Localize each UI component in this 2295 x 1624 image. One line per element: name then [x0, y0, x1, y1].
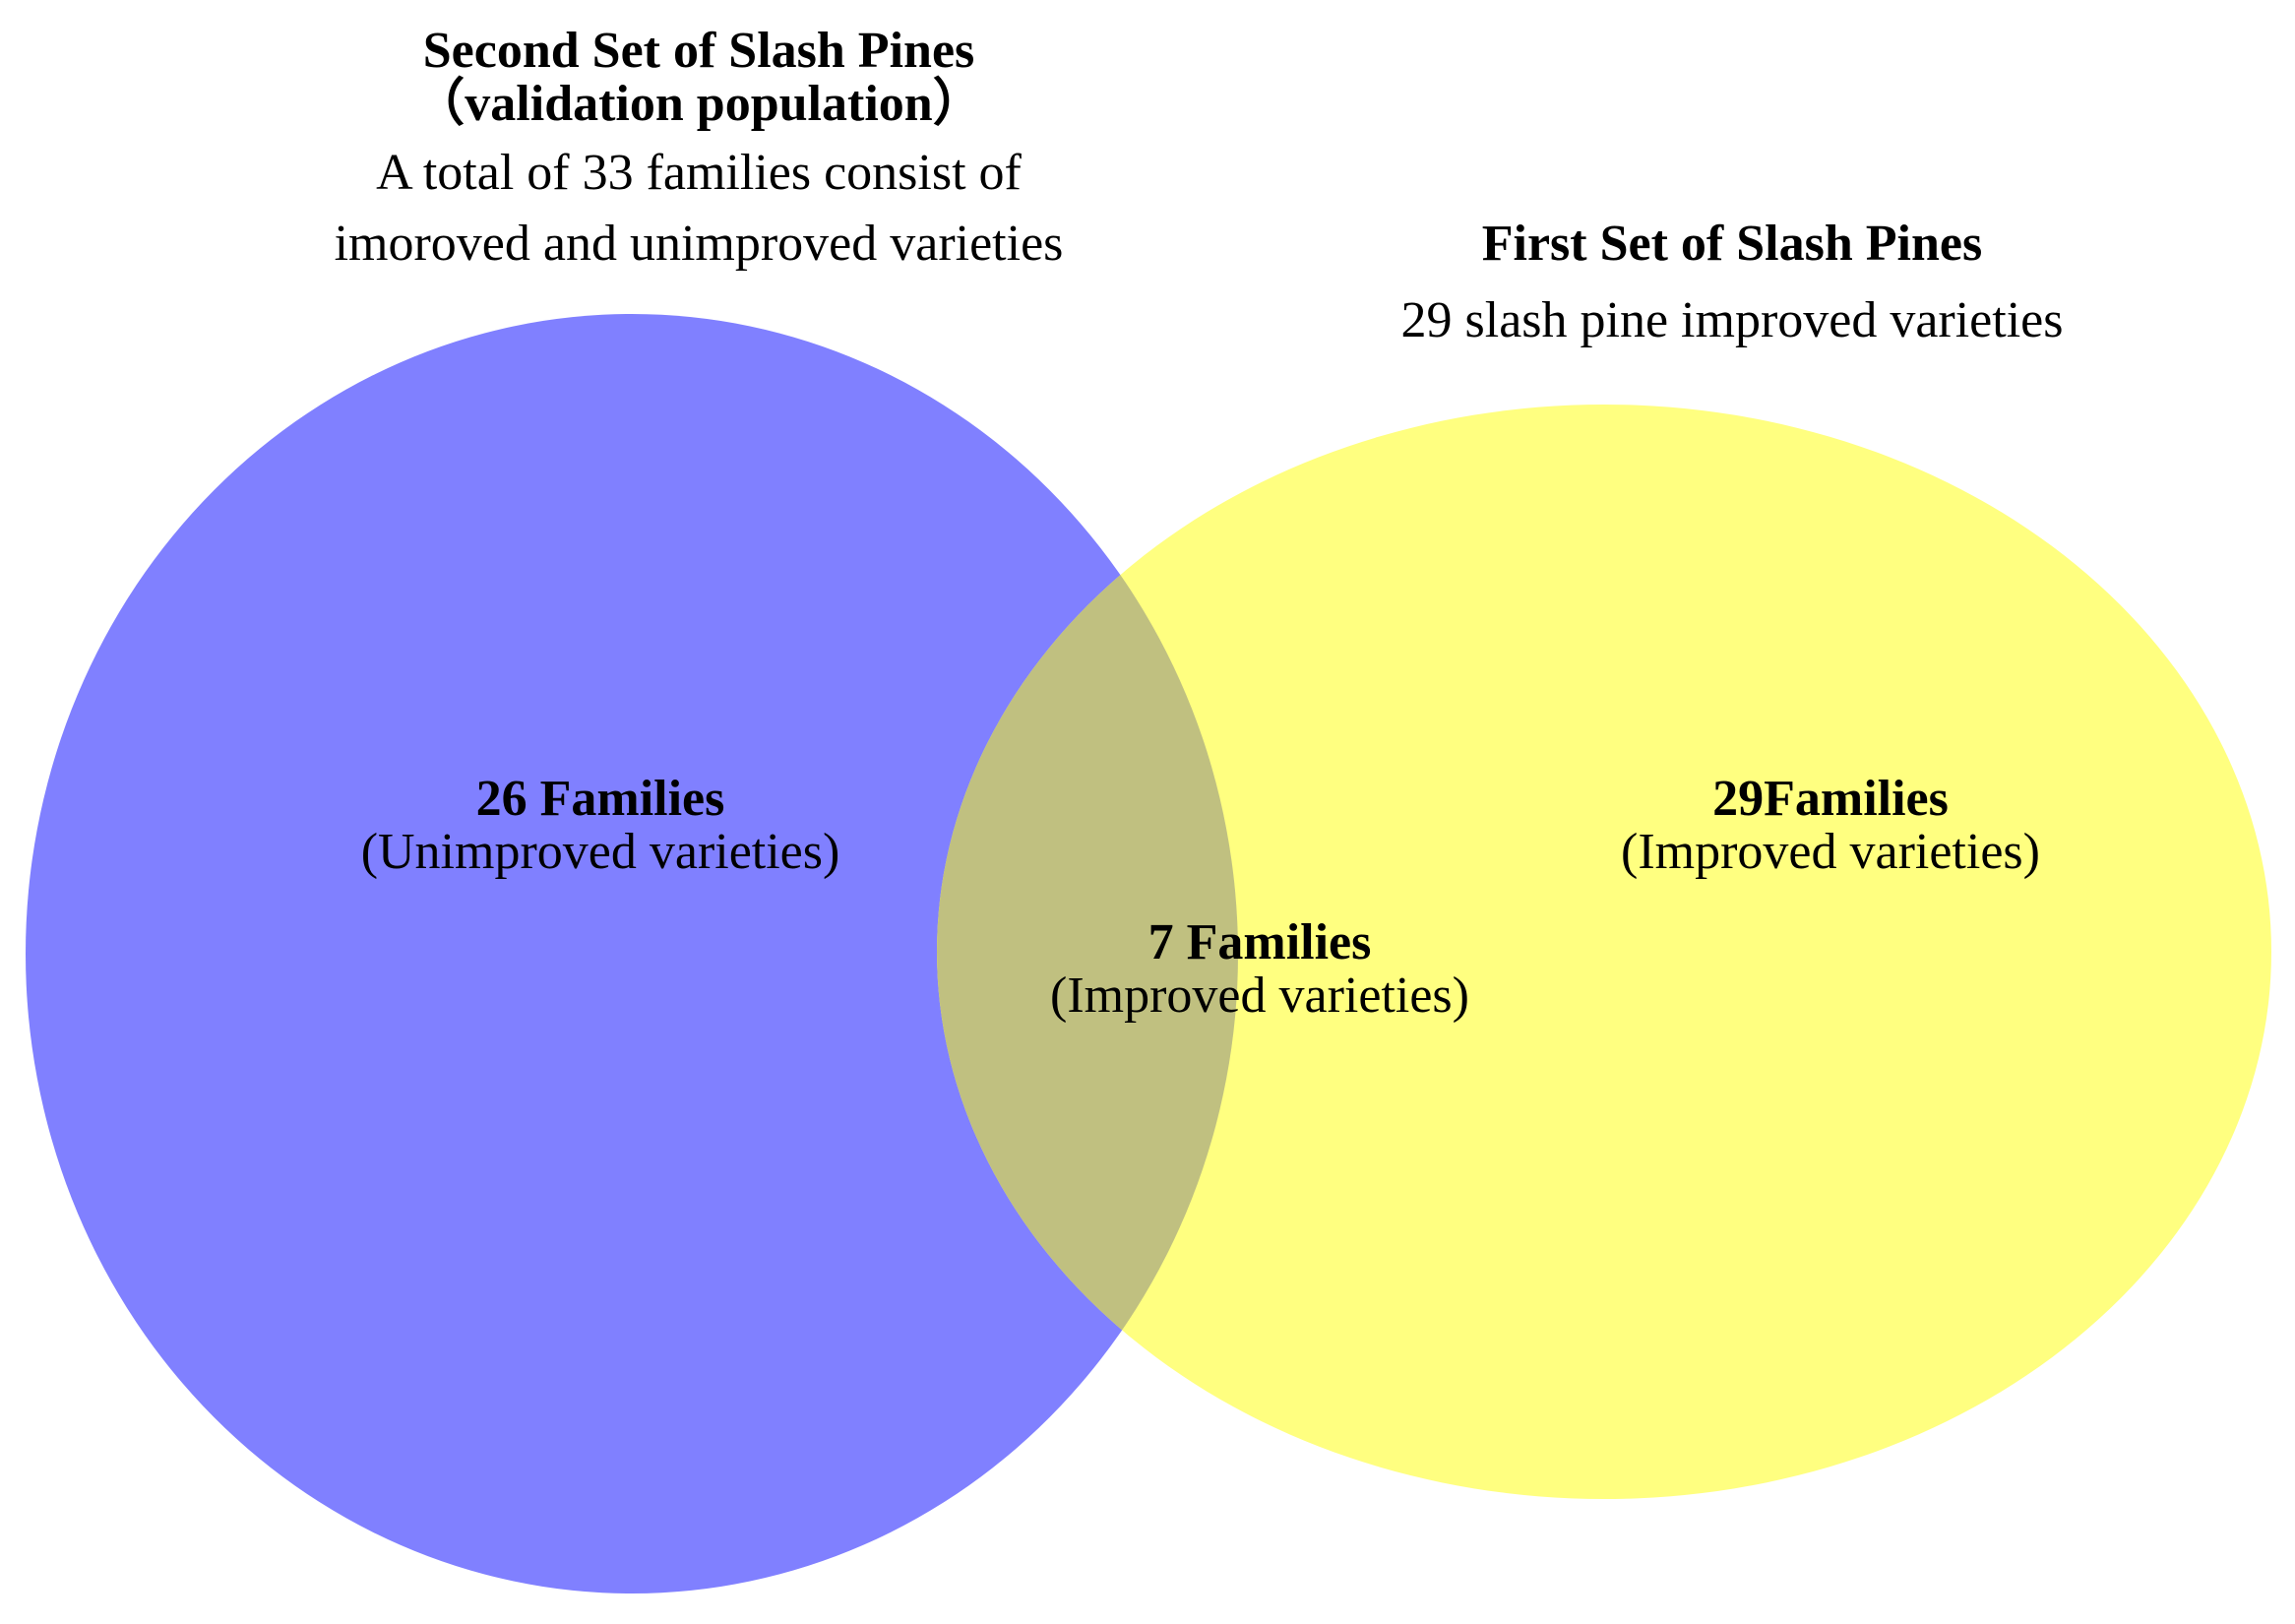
second-only-description: (Unimproved varieties)	[360, 824, 840, 880]
overlap-description: (Improved varieties)	[1050, 968, 1469, 1024]
second-set-title: Second Set of Slash Pines	[422, 23, 975, 79]
first-only-count: 29Families	[1712, 771, 1949, 827]
overlap-count: 7 Families	[1148, 914, 1372, 970]
second-set-description-line2: imoroved and unimproved varieties	[334, 216, 1064, 272]
second-set-description-line1: A total of 33 families consist of	[376, 145, 1022, 201]
first-only-region-label: 29Families (Improved varieties)	[1535, 774, 2126, 878]
first-set-heading: First Set of Slash Pines 29 slash pine i…	[1279, 219, 2185, 346]
second-only-count: 26 Families	[475, 771, 725, 827]
overlap-region-label: 7 Families (Improved varieties)	[964, 917, 1555, 1022]
second-set-heading: Second Set of Slash Pines （validation po…	[177, 26, 1220, 270]
first-only-description: (Improved varieties)	[1621, 824, 2040, 880]
first-set-title: First Set of Slash Pines	[1481, 216, 1983, 272]
second-set-subtitle: （validation population）	[413, 76, 984, 132]
first-set-ellipse	[937, 405, 2271, 1499]
first-set-description: 29 slash pine improved varieties	[1400, 292, 2064, 348]
second-set-ellipse	[26, 314, 1238, 1593]
second-only-region-label: 26 Families (Unimproved varieties)	[276, 774, 925, 878]
